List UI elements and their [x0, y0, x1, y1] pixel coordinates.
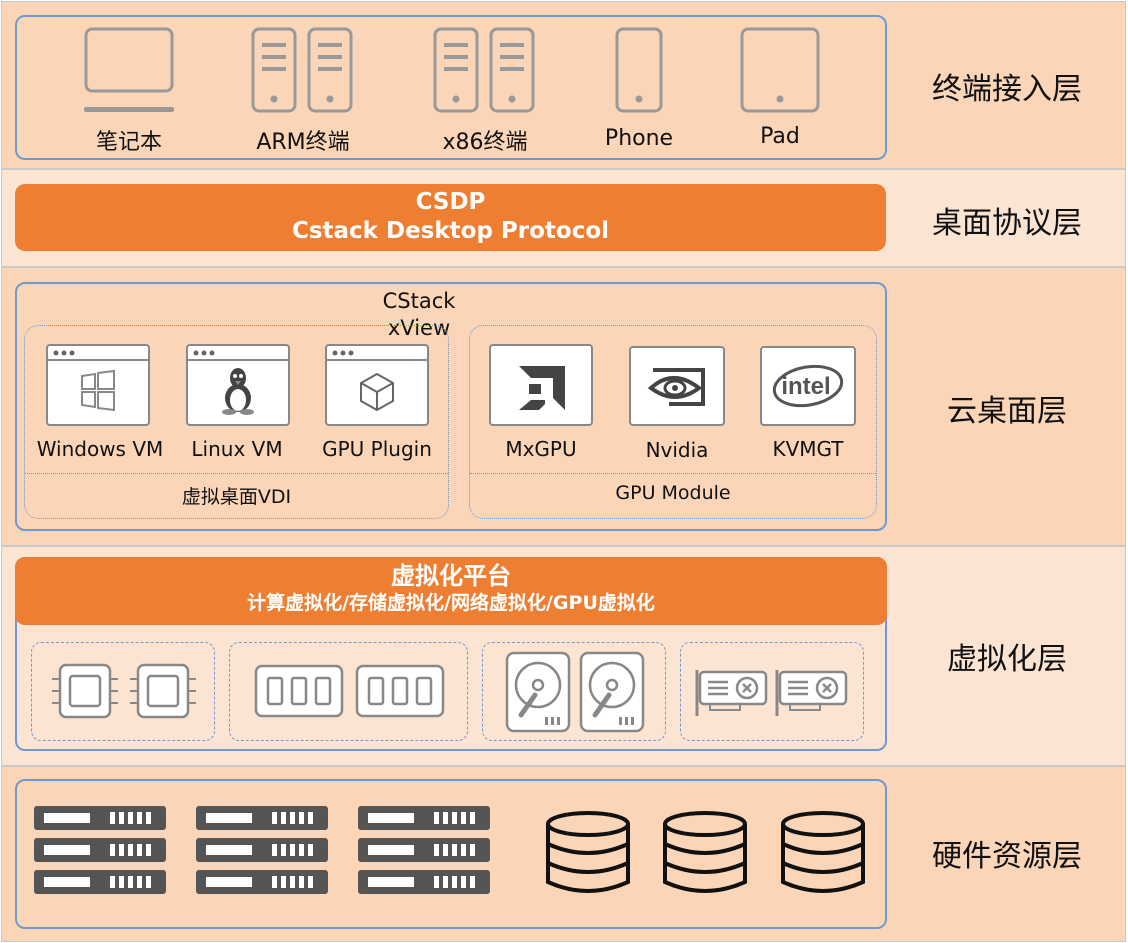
hardware-box: [15, 779, 887, 929]
cpu-group: [31, 642, 215, 741]
memory-icon: [254, 664, 344, 718]
server-icon: [433, 27, 535, 113]
linux-icon: [186, 344, 290, 426]
cube-icon: [325, 344, 429, 426]
vdi-group-title: 虚拟桌面VDI: [181, 486, 292, 508]
rack-server-icon: [358, 806, 490, 894]
vm-label-gpu-plugin: GPU Plugin: [322, 437, 432, 461]
terminal-box: [15, 15, 887, 160]
gpu-module-divider: [470, 473, 876, 474]
gpu-label-kvmgt: KVMGT: [772, 437, 844, 461]
device-label-laptop: 笔记本: [95, 130, 162, 155]
layer-label-protocol: 桌面协议层: [932, 206, 1082, 241]
layer-label-cloud-desktop: 云桌面层: [947, 394, 1067, 429]
cpu-icon: [130, 663, 196, 719]
amd-icon: [489, 344, 593, 426]
csdp-title: CSDP: [415, 189, 486, 215]
virtualization-platform-title: 虚拟化平台: [391, 562, 511, 590]
cloud-desktop-box: [15, 282, 887, 531]
layer-label-terminal: 终端接入层: [932, 72, 1082, 107]
gpu-label-nvidia: Nvidia: [645, 438, 709, 462]
rack-server-icon: [34, 806, 166, 894]
cpu-icon: [52, 663, 118, 719]
vdi-group: [24, 325, 449, 519]
database-icon: [663, 811, 747, 893]
gpu-module-title: GPU Module: [615, 482, 731, 504]
vdi-divider: [25, 473, 448, 474]
disk-icon: [505, 651, 571, 733]
intel-icon: intel: [760, 346, 856, 426]
csdp-banner: CSDP Cstack Desktop Protocol: [15, 184, 886, 251]
gpu-label-mxgpu: MxGPU: [505, 437, 577, 461]
layer-label-virtualization: 虚拟化层: [947, 642, 1067, 677]
gpu-card-icon: [695, 670, 768, 716]
laptop-icon: [84, 27, 174, 112]
tablet-icon: [740, 27, 820, 113]
device-label-pad: Pad: [760, 124, 800, 149]
windows-icon: [46, 344, 150, 426]
device-label-arm: ARM终端: [256, 130, 350, 155]
memory-icon: [355, 664, 445, 718]
device-label-x86: x86终端: [442, 130, 528, 155]
device-label-phone: Phone: [604, 126, 674, 151]
terminal-layer: [1, 1, 1126, 169]
disk-icon: [579, 651, 645, 733]
hardware-layer: [1, 766, 1126, 942]
memory-group: [229, 642, 468, 741]
phone-icon: [615, 27, 663, 113]
rack-server-icon: [196, 806, 328, 894]
virtualization-platform-banner: 虚拟化平台 计算虚拟化/存储虚拟化/网络虚拟化/GPU虚拟化: [15, 557, 887, 625]
server-icon: [251, 27, 353, 113]
vm-label-windows: Windows VM: [36, 437, 164, 461]
database-icon: [546, 811, 630, 893]
virtualization-platform-subtitle: 计算虚拟化/存储虚拟化/网络虚拟化/GPU虚拟化: [247, 592, 655, 614]
gpu-card-group: [680, 642, 864, 741]
vm-label-linux: Linux VM: [191, 437, 283, 461]
layer-label-hardware: 硬件资源层: [932, 839, 1082, 874]
database-icon: [781, 811, 865, 893]
disk-group: [482, 642, 666, 741]
csdp-subtitle: Cstack Desktop Protocol: [291, 218, 610, 244]
nvidia-icon: [629, 346, 725, 426]
svg-text:intel: intel: [781, 373, 830, 400]
gpu-module-group: [469, 325, 877, 519]
gpu-card-icon: [775, 670, 848, 716]
